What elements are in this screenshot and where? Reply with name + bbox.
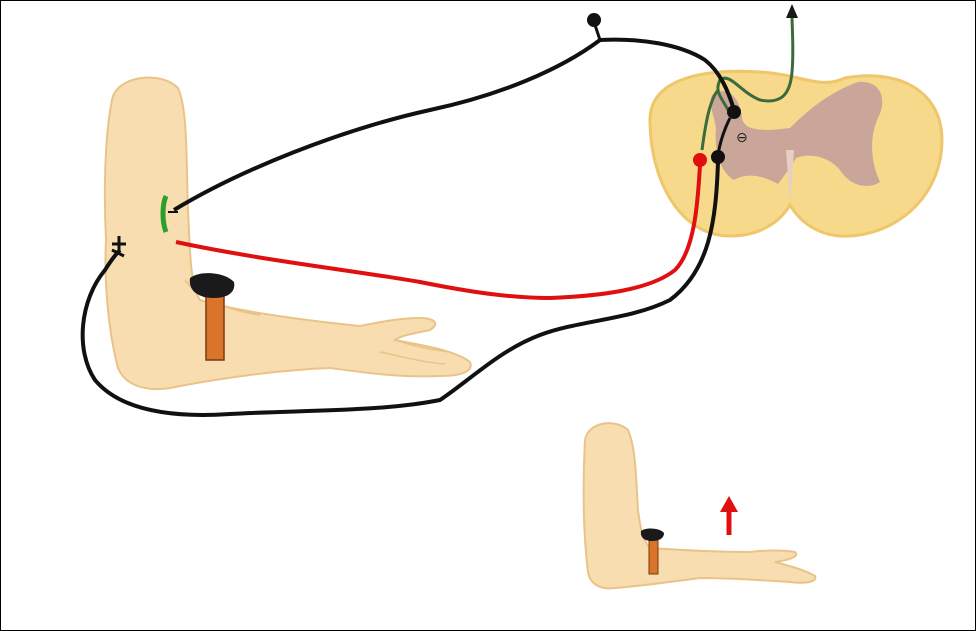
- dorsal-root-ganglion: [587, 13, 601, 27]
- arm-main: [105, 78, 471, 390]
- sensory-neuron-terminal: [693, 153, 707, 167]
- up-arrow-icon: [786, 4, 798, 18]
- spinal-cord-cross-section: [650, 71, 942, 236]
- sensory-neuron-pathway: [176, 165, 700, 298]
- up-arrow-icon: [720, 496, 738, 535]
- arm-small: [584, 423, 816, 588]
- arm-main-upper-arm: [105, 78, 471, 390]
- interneuron-cell-body: [727, 105, 741, 119]
- arm-small-shape: [584, 423, 816, 588]
- motor-neuron-cell-body: [711, 150, 725, 164]
- sensory-neuron: [176, 153, 707, 298]
- reflex-hammer-head-small: [641, 529, 664, 541]
- inhibitory-synapse-symbol: ⊖: [736, 130, 748, 146]
- reflex-hammer-handle: [206, 292, 224, 360]
- reflex-hammer-handle-small: [649, 540, 658, 574]
